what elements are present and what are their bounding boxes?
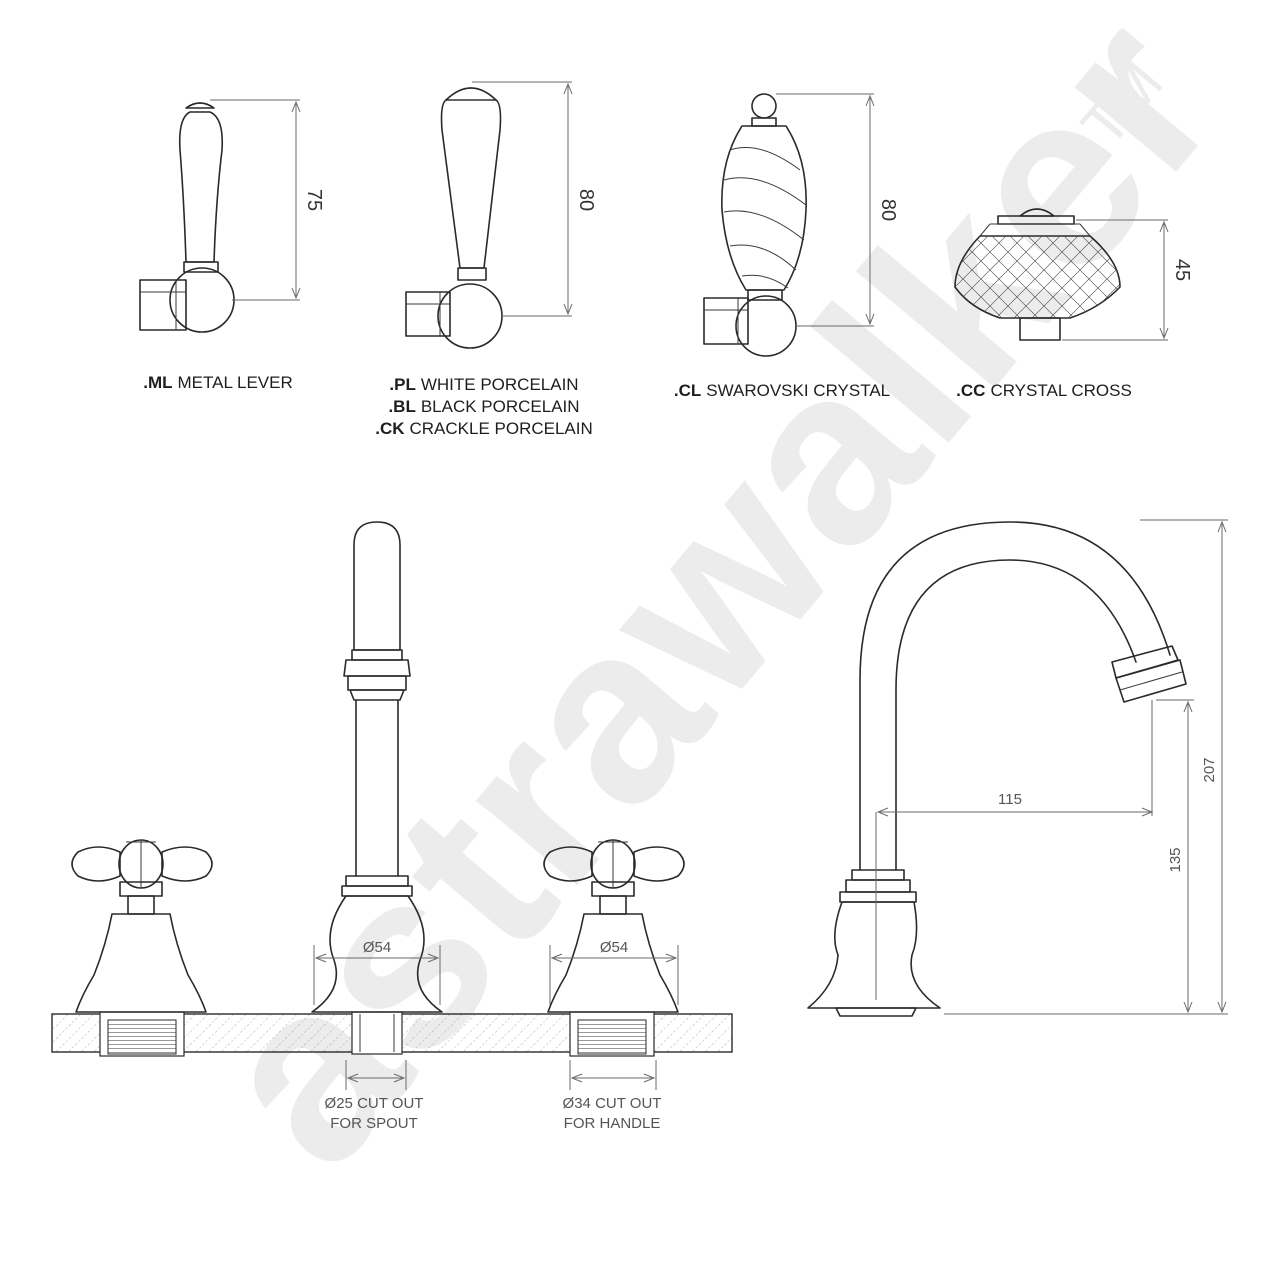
handle-crystal-drawing: 80 bbox=[703, 93, 899, 357]
front-dimensions: Ø54 Ø54 Ø25 CUT OUT FOR SPOUT Ø34 CUT OU… bbox=[313, 939, 679, 1132]
dim-crystal-cross: 45 bbox=[1171, 259, 1193, 281]
front-left-cross-handle bbox=[71, 839, 213, 1013]
dim-handle-base-dia: Ø54 bbox=[600, 939, 628, 956]
side-dimensions: 115 135 207 bbox=[875, 519, 1228, 1015]
dim-crystal: 80 bbox=[877, 199, 899, 221]
handle-porcelain-drawing: 80 bbox=[405, 81, 597, 349]
dim-spout-cutout-line1: Ø25 CUT OUT bbox=[325, 1095, 424, 1112]
dim-spout-cutout-line2: FOR SPOUT bbox=[330, 1115, 418, 1132]
bench-section bbox=[51, 1011, 733, 1057]
dim-porcelain: 80 bbox=[575, 189, 597, 211]
side-spout bbox=[807, 521, 1187, 1017]
dim-reach: 115 bbox=[998, 791, 1022, 808]
dim-metal-lever: 75 bbox=[303, 189, 325, 211]
front-spout bbox=[311, 521, 443, 1013]
handle-crystal-cross-drawing: 45 bbox=[954, 208, 1193, 341]
dim-handle-cutout-line2: FOR HANDLE bbox=[564, 1115, 661, 1132]
dim-total-height: 207 bbox=[1201, 757, 1218, 782]
dim-spout-base-dia: Ø54 bbox=[363, 939, 391, 956]
handle-metal-lever-drawing: 75 bbox=[139, 99, 325, 333]
dim-outlet-height: 135 bbox=[1167, 847, 1184, 872]
dim-handle-cutout-line1: Ø34 CUT OUT bbox=[563, 1095, 662, 1112]
front-right-cross-handle bbox=[543, 839, 685, 1013]
